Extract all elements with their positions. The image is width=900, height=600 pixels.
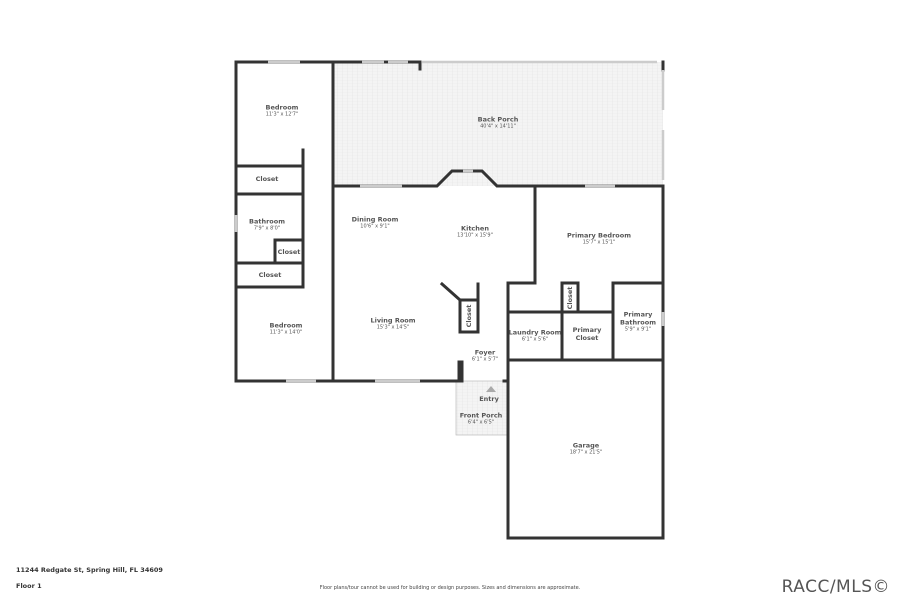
front-porch-floor [455, 380, 509, 436]
room-name: Closet [258, 271, 282, 279]
room-name: Dining Room [351, 215, 399, 224]
room-primary-closet: Primary Closet [567, 326, 607, 342]
entry-arrow-icon [486, 386, 496, 392]
room-closet-1: Closet [256, 175, 279, 183]
room-dim: 40'4" x 14'11" [480, 123, 516, 130]
room-closet-3: Closet [259, 271, 282, 279]
room-dim: 13'10" x 15'9" [457, 232, 493, 239]
room-dim: 18'7" x 21'5" [569, 449, 603, 456]
walls [234, 60, 665, 540]
room-name: Garage [572, 441, 600, 450]
room-name: Bedroom [265, 103, 299, 112]
room-name: Closet [277, 248, 301, 256]
room-dim: 5'9" x 9'1" [624, 326, 652, 333]
room-name: Primary Bedroom [567, 231, 631, 240]
room-dim: 11'3" x 14'0" [269, 329, 303, 336]
room-name: Primary Bathroom [620, 310, 656, 327]
address: 11244 Redgate St, Spring Hill, FL 34609 [16, 566, 163, 574]
room-name: Laundry Room [508, 328, 562, 337]
room-closet-2: Closet [278, 248, 301, 256]
room-closet-4: Closet [465, 305, 473, 328]
windows [234, 60, 665, 383]
room-dim: 15'3" x 14'5" [376, 324, 410, 331]
room-entry: Entry [479, 395, 499, 403]
floor-label: Floor 1 [16, 582, 42, 590]
room-name: Kitchen [461, 224, 489, 233]
room-dim: 10'6" x 9'1" [360, 223, 390, 230]
room-name: Living Room [370, 316, 416, 325]
room-dim: 7'9" x 8'0" [253, 225, 281, 232]
room-closet-5: Closet [566, 287, 574, 310]
room-dim: 6'4" x 6'5" [467, 419, 495, 426]
room-dim: 6'1" x 5'7" [471, 356, 499, 363]
room-name: Closet [465, 304, 473, 328]
disclaimer: Floor plans/tour cannot be used for buil… [319, 585, 581, 591]
room-dim: 6'1" x 5'6" [521, 336, 549, 343]
racc-mls-logo: RACC/MLS© [781, 577, 890, 597]
room-name: Bathroom [249, 217, 285, 226]
room-name: Closet [255, 175, 279, 183]
room-name: Closet [566, 286, 574, 310]
room-name: Primary Closet [572, 326, 602, 342]
room-name: Back Porch [477, 115, 519, 124]
room-name: Entry [479, 395, 499, 403]
room-name: Bedroom [269, 321, 303, 330]
room-name: Front Porch [459, 411, 503, 420]
back-porch-floor [333, 62, 663, 186]
room-name: Foyer [474, 348, 496, 357]
room-dim: 11'3" x 12'7" [265, 111, 299, 118]
room-dim: 15'7" x 15'1" [582, 239, 616, 246]
